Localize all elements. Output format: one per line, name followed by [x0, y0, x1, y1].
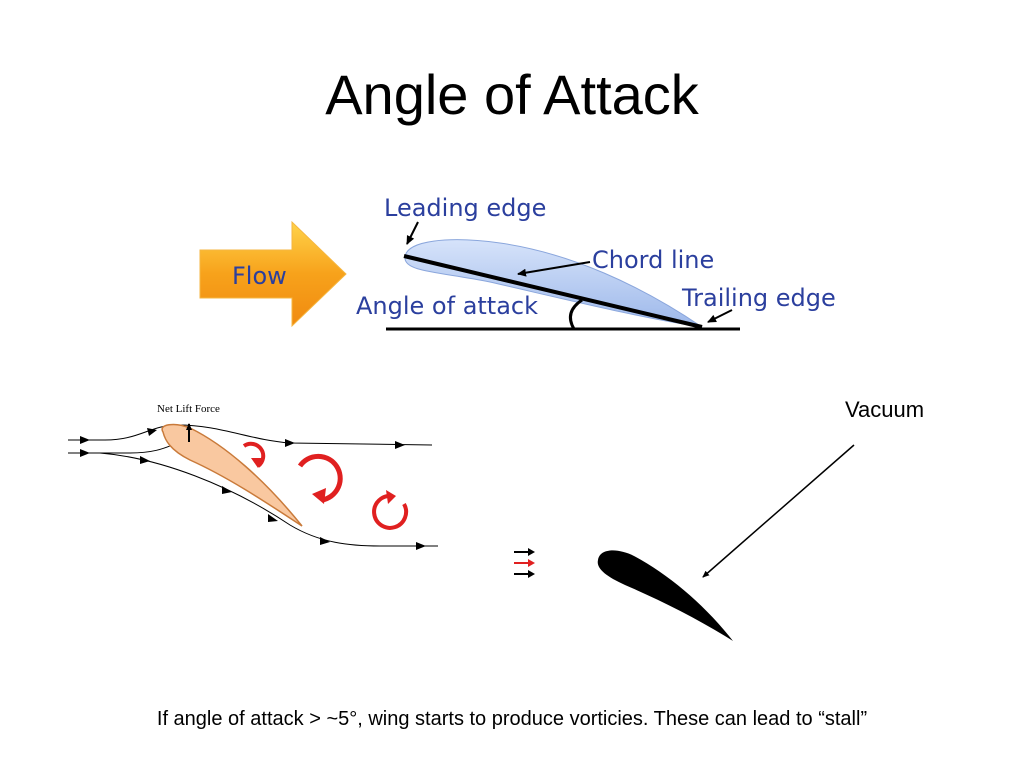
black-wing	[597, 550, 733, 641]
stall-wing	[161, 423, 303, 527]
airfoil-diagram: Flow Leading edge Chord line Angle of at…	[199, 194, 836, 331]
slide-title: Angle of Attack	[325, 63, 699, 126]
streamline-arrowheads	[80, 428, 426, 550]
vortex-icon-3	[372, 490, 408, 530]
angle-arc	[568, 298, 583, 330]
slide-caption: If angle of attack > ~5°, wing starts to…	[156, 708, 868, 730]
trailing-edge-label: Trailing edge	[681, 284, 836, 312]
stall-diagram: Net Lift Force	[68, 403, 438, 550]
flow-label: Flow	[232, 262, 287, 290]
chord-line-arrow	[517, 261, 591, 277]
vortex-icon-1	[242, 441, 266, 468]
leading-edge-label: Leading edge	[384, 194, 546, 222]
vacuum-label: Vacuum	[845, 397, 924, 422]
vortex-icon-2	[297, 453, 343, 504]
leading-edge-arrow	[406, 221, 419, 245]
flow-arrow-icon	[199, 220, 347, 328]
angle-of-attack-label: Angle of attack	[356, 292, 538, 320]
vacuum-diagram: Vacuum	[514, 397, 924, 641]
trailing-edge-arrow	[707, 309, 733, 323]
chord-line	[403, 254, 703, 329]
vacuum-pointer-arrow	[702, 444, 855, 578]
small-flow-arrows	[514, 548, 535, 578]
net-lift-force-label: Net Lift Force	[157, 403, 220, 415]
streamline-lower	[68, 452, 438, 547]
chord-line-label: Chord line	[592, 246, 714, 274]
